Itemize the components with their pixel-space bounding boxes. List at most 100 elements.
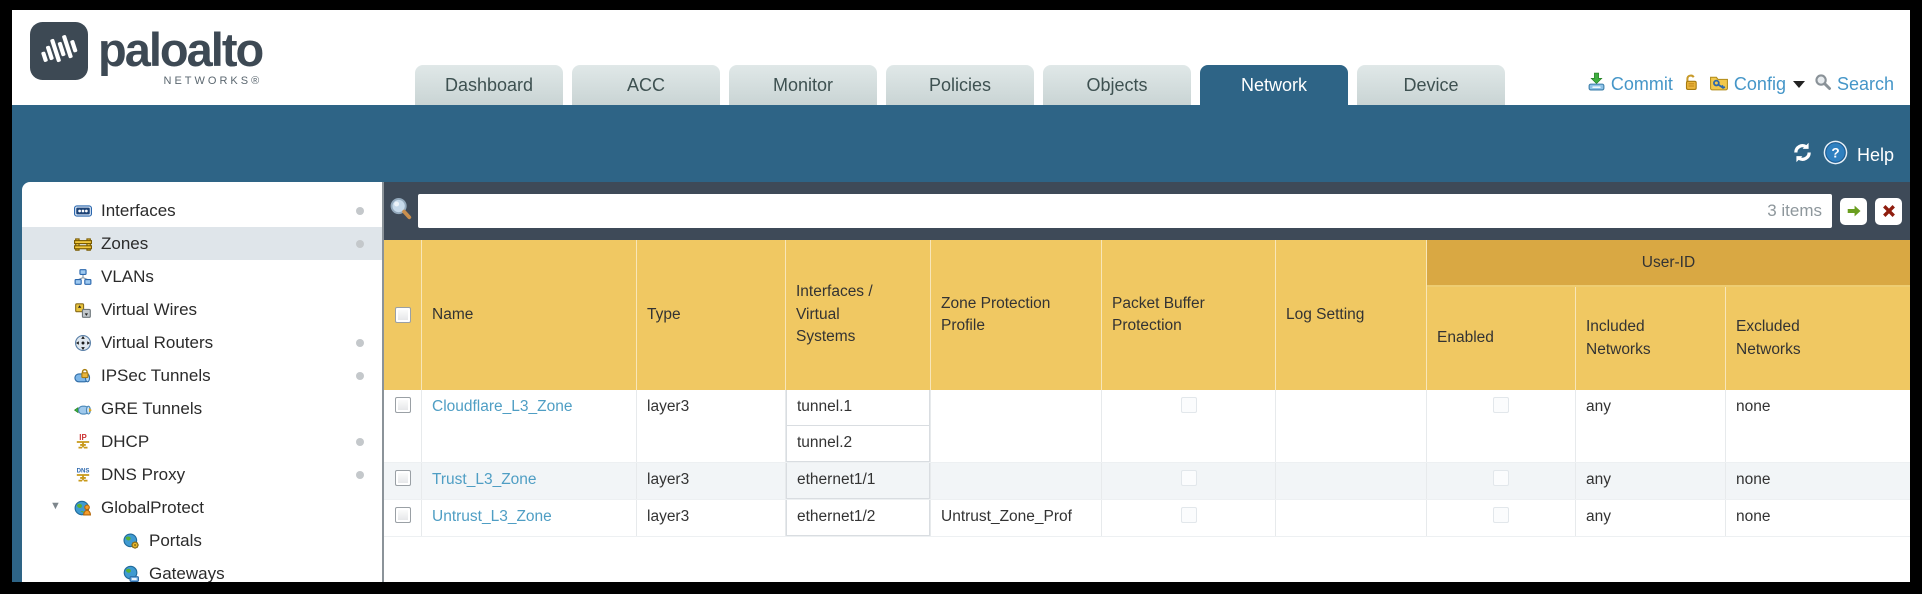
sidebar-item-vlans[interactable]: VLANs [22,260,382,293]
column-header-enabled[interactable]: Enabled [1427,287,1576,390]
status-dot [356,207,364,215]
column-header-excluded-networks[interactable]: Excluded Networks [1736,318,1801,358]
items-count: 3 items [1767,201,1822,220]
gateways-icon [122,565,141,583]
sidebar-item-gre-tunnels[interactable]: GRE Tunnels [22,392,382,425]
sidebar-item-virtual-routers[interactable]: Virtual Routers [22,326,382,359]
paloalto-logo: paloalto NETWORKS® [30,22,264,87]
user-id-enabled-checkbox[interactable] [1493,507,1509,523]
portals-icon [122,532,141,550]
included-networks-cell: any [1576,500,1726,536]
virtual-routers-icon [74,334,93,352]
zone-type-cell: layer3 [637,390,786,462]
sidebar-item-gateways[interactable]: Gateways [22,557,382,582]
help-label[interactable]: Help [1856,144,1894,165]
log-setting-cell [1276,500,1427,536]
user-id-enabled-checkbox[interactable] [1493,397,1509,413]
search-label: Search [1836,73,1894,94]
packet-buffer-protection-checkbox[interactable] [1180,470,1197,486]
clear-filter-button[interactable] [1875,197,1902,225]
zone-name-link[interactable]: Trust_L3_Zone [432,471,537,488]
excluded-networks-cell: none [1736,508,1771,525]
column-header-packet-buffer-protection[interactable]: Packet Buffer Protection [1102,240,1276,390]
filter-input[interactable] [418,194,1768,228]
zone-type-cell: layer3 [637,500,786,536]
svg-text:IP: IP [79,433,86,442]
sidebar-item-label: Portals [149,530,202,550]
tab-monitor[interactable]: Monitor [729,65,877,105]
apply-filter-button[interactable] [1840,197,1867,225]
row-select-checkbox[interactable] [394,397,411,413]
search-magnifier-icon [388,196,414,227]
packet-buffer-protection-checkbox[interactable] [1180,507,1197,523]
commit-button[interactable]: Commit [1587,72,1673,96]
help-icon[interactable]: ? [1823,140,1848,170]
search-icon [1814,73,1832,96]
select-all-checkbox[interactable] [394,307,411,323]
column-header-log-setting[interactable]: Log Setting [1276,240,1427,390]
sidebar-item-label: Gateways [149,563,225,583]
tab-device[interactable]: Device [1357,65,1505,105]
globalprotect-icon [74,499,93,517]
logo-networks-text: NETWORKS® [163,75,263,87]
ipsec-tunnels-icon [74,367,93,385]
search-button[interactable]: Search [1814,73,1894,96]
zones-icon [74,235,93,253]
status-dot [356,339,364,347]
sidebar-item-zones[interactable]: Zones [22,227,382,260]
column-header-type[interactable]: Type [637,240,786,390]
zone-name-link[interactable]: Untrust_L3_Zone [432,508,552,525]
interface-cell: ethernet1/2 [786,500,930,536]
column-header-included-networks[interactable]: Included Networks [1576,287,1726,390]
sidebar-item-portals[interactable]: Portals [22,524,382,557]
column-header-zone-protection-profile[interactable]: Zone Protection Profile [931,240,1102,390]
column-header-interfaces[interactable]: Interfaces / Virtual Systems [786,240,931,390]
refresh-icon[interactable] [1791,141,1814,169]
sidebar-item-globalprotect[interactable]: ▼GlobalProtect [22,491,382,524]
tab-policies[interactable]: Policies [886,65,1034,105]
chevron-down-icon [1792,80,1805,88]
log-setting-cell [1276,463,1427,499]
included-networks-cell: any [1576,390,1726,462]
expander-triangle-icon[interactable]: ▼ [50,500,61,512]
paloalto-logo-icon [30,22,88,85]
sidebar-item-label: Virtual Wires [101,299,198,319]
svg-text:DNS: DNS [77,468,90,474]
sidebar-item-label: Interfaces [101,200,176,220]
tab-acc[interactable]: ACC [572,65,720,105]
tab-network[interactable]: Network [1200,65,1348,105]
zones-panel: 3 items Name Type Interfaces / Virtual S… [384,182,1910,582]
table-search-bar: 3 items [384,182,1910,240]
sidebar-item-virtual-wires[interactable]: Virtual Wires [22,293,382,326]
zone-protection-profile-cell [931,463,1102,499]
lock-icon[interactable] [1682,73,1700,96]
user-id-enabled-checkbox[interactable] [1493,470,1509,486]
commit-icon [1587,72,1606,96]
excluded-networks-cell: none [1736,398,1771,415]
included-networks-cell: any [1576,463,1726,499]
tab-dashboard[interactable]: Dashboard [415,65,563,105]
gre-tunnels-icon [74,400,93,418]
user-id-group-header: User-ID [1427,240,1910,287]
sidebar-item-ipsec-tunnels[interactable]: IPSec Tunnels [22,359,382,392]
row-select-checkbox[interactable] [394,507,411,523]
sidebar-item-interfaces[interactable]: Interfaces [22,194,382,227]
sidebar-item-label: VLANs [101,266,154,286]
column-header-name[interactable]: Name [422,240,637,390]
dns-proxy-icon: DNS [74,466,93,484]
tab-objects[interactable]: Objects [1043,65,1191,105]
packet-buffer-protection-checkbox[interactable] [1180,397,1197,413]
row-select-checkbox[interactable] [394,470,411,486]
zone-name-link[interactable]: Cloudflare_L3_Zone [432,398,573,415]
sidebar-item-label: GRE Tunnels [101,398,203,418]
interface-cell: tunnel.1 [786,390,930,426]
config-dropdown[interactable]: Config [1709,73,1805,96]
